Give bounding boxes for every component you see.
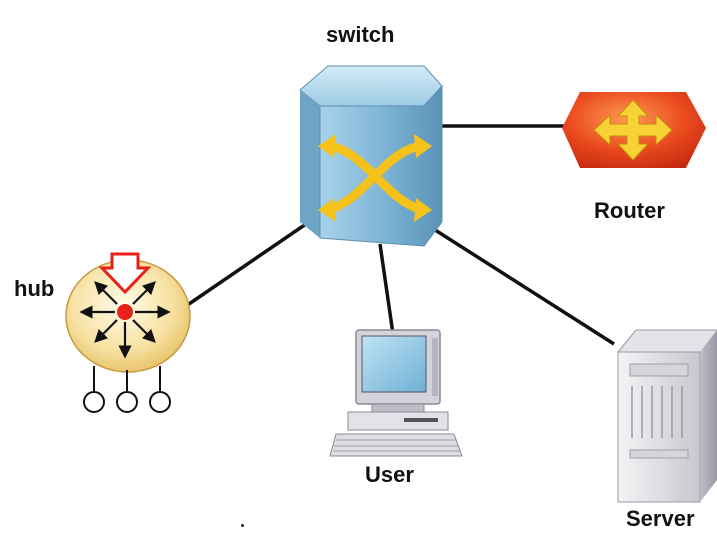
hub-icon[interactable] <box>65 252 191 413</box>
link-switch-user <box>378 243 395 335</box>
link-switch-hub <box>185 222 307 308</box>
connection-lines <box>185 124 615 346</box>
hub-label: hub <box>14 276 55 301</box>
router-label: Router <box>594 198 665 223</box>
switch-label: switch <box>326 22 395 47</box>
server-icon[interactable] <box>616 329 717 503</box>
user-computer-icon[interactable] <box>329 329 463 457</box>
server-label: Server <box>626 506 695 531</box>
user-label: User <box>365 462 414 487</box>
switch-icon[interactable] <box>299 65 443 247</box>
router-icon[interactable] <box>562 92 706 168</box>
stray-dot <box>241 524 244 527</box>
link-switch-server <box>431 226 615 346</box>
